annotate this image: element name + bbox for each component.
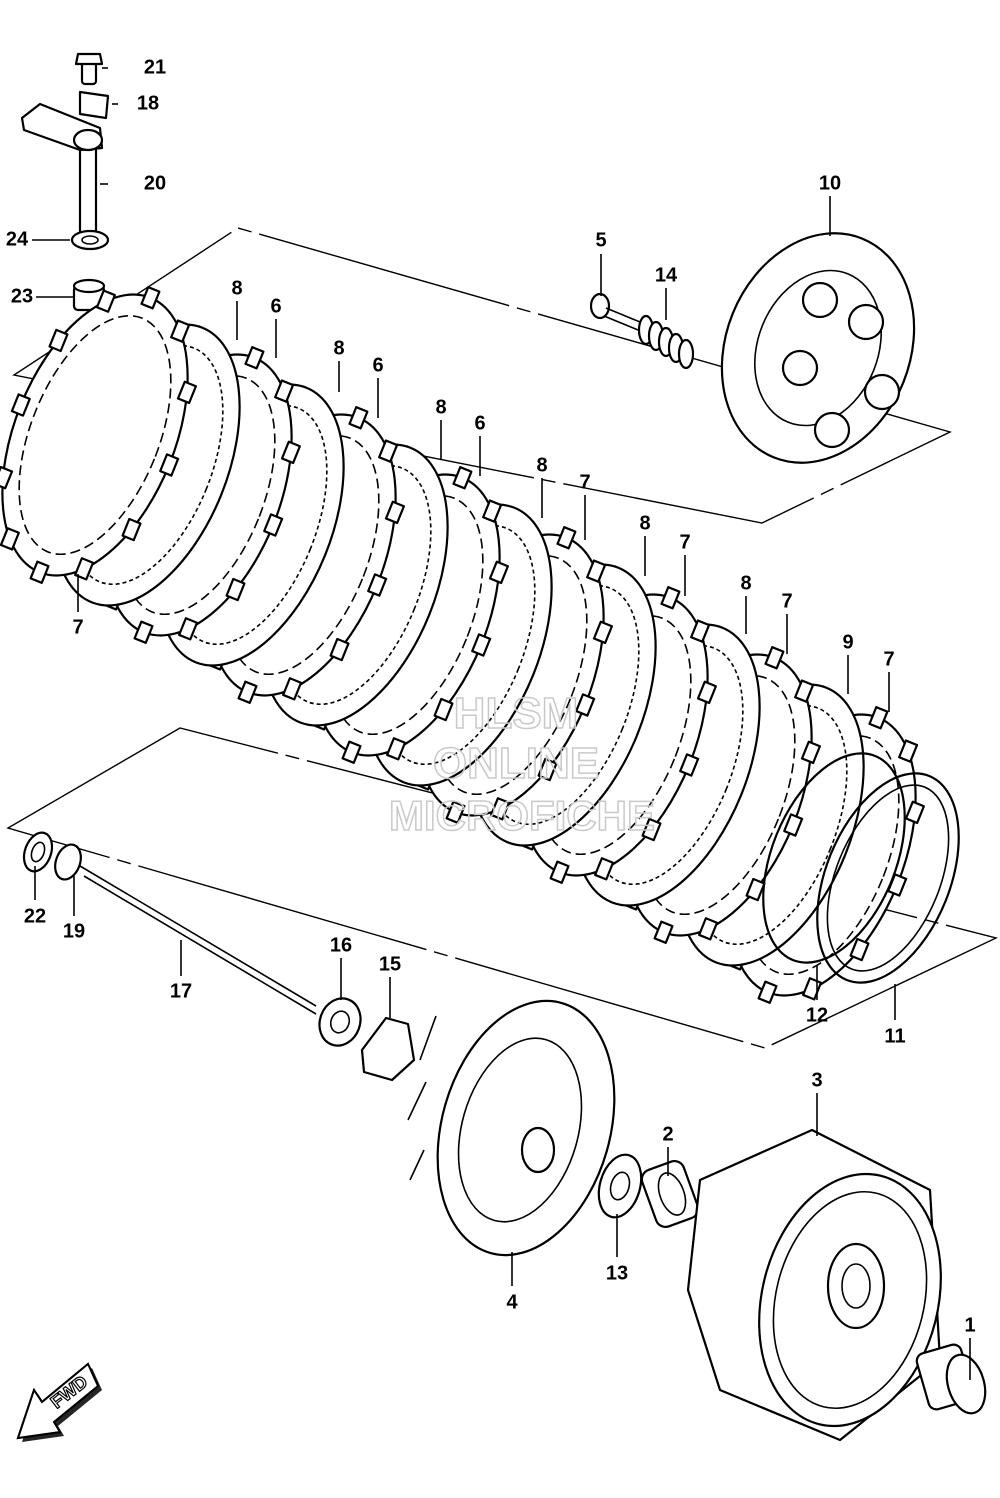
callout-label: 8 (740, 572, 751, 594)
oil-seal (70, 229, 110, 251)
callout-label: 18 (137, 92, 159, 114)
callout-label: 12 (806, 1004, 828, 1026)
callout-label: 17 (170, 980, 192, 1002)
callout-label: 6 (372, 354, 383, 376)
housing-boss (826, 1242, 886, 1330)
spring-boss (863, 373, 901, 411)
callout-label: 21 (144, 56, 166, 78)
fwd-arrow-icon: FWD (16, 1362, 102, 1442)
spring-boss (847, 303, 885, 341)
callout-label: 13 (606, 1262, 628, 1284)
spring-boss (801, 281, 839, 319)
drive-plate (0, 286, 197, 584)
clutch-housing (686, 1128, 942, 1442)
callout-label: 15 (379, 953, 401, 975)
lock-washer (360, 1016, 416, 1082)
thrust-washer (597, 1153, 643, 1219)
callout-label: 22 (24, 905, 46, 927)
callout-label: 6 (474, 412, 485, 434)
push-rod (79, 865, 317, 1007)
pressure-spring-bolt (589, 292, 695, 370)
thrust-bearing (22, 831, 54, 873)
needle-bearing (640, 1160, 700, 1228)
clutch-ring (816, 772, 960, 984)
watermark-line-1: HLSM (454, 689, 579, 738)
callout-label: 14 (655, 264, 678, 286)
callout-label: 16 (330, 934, 352, 956)
callout-label: 11 (884, 1025, 905, 1047)
release-arm-boss (72, 128, 104, 152)
bolt-head (74, 52, 104, 66)
callout-layer: 2118202423105148686868787879772219171615… (6, 56, 976, 1380)
watermark-line-2: ONLINE (433, 739, 599, 788)
callout-label: 24 (6, 228, 29, 250)
callout-label: 8 (536, 454, 547, 476)
callout-label: 3 (811, 1069, 822, 1091)
wire-ring (762, 752, 906, 964)
spring-boss (781, 349, 819, 387)
lower-assembly-frame (6, 727, 999, 1049)
watermark-line-3: MICROFICHE (389, 792, 655, 839)
callout-label: 1 (964, 1314, 975, 1336)
spacer (915, 1343, 987, 1415)
callout-label: 5 (595, 229, 606, 251)
callout-label: 19 (63, 920, 85, 942)
callout-label: 10 (819, 172, 841, 194)
callout-label: 4 (506, 1291, 518, 1313)
watermark: HLSM ONLINE MICROFICHE (388, 688, 656, 840)
callout-label: 20 (144, 172, 166, 194)
callout-label: 23 (11, 285, 33, 307)
upper-assembly-frame (12, 227, 952, 524)
callout-label: 6 (270, 295, 281, 317)
lock-plate (78, 90, 110, 120)
callout-label: 2 (662, 1123, 673, 1145)
callout-label: 9 (842, 631, 853, 653)
release-arm-assembly (20, 52, 110, 312)
callout-label: 8 (333, 337, 344, 359)
callout-label: 8 (639, 512, 650, 534)
callout-label: 8 (435, 396, 446, 418)
clutch-nut (318, 997, 362, 1047)
callout-label: 7 (781, 590, 792, 612)
pressure-spring (637, 314, 695, 370)
callout-label: 8 (231, 277, 242, 299)
clutch-plate-stack (0, 286, 925, 1004)
clutch-sleeve-hub (407, 999, 616, 1257)
callout-label: 7 (679, 531, 690, 553)
callout-label: 7 (883, 648, 894, 670)
callout-label: 7 (72, 616, 83, 638)
pressure-plate (720, 232, 916, 464)
callout-label: 7 (579, 471, 590, 493)
hub-spline (520, 1126, 556, 1174)
push-rod-assembly (22, 831, 416, 1082)
bolt-head (589, 292, 611, 320)
push-piece (54, 843, 82, 881)
spring-boss (813, 411, 851, 449)
